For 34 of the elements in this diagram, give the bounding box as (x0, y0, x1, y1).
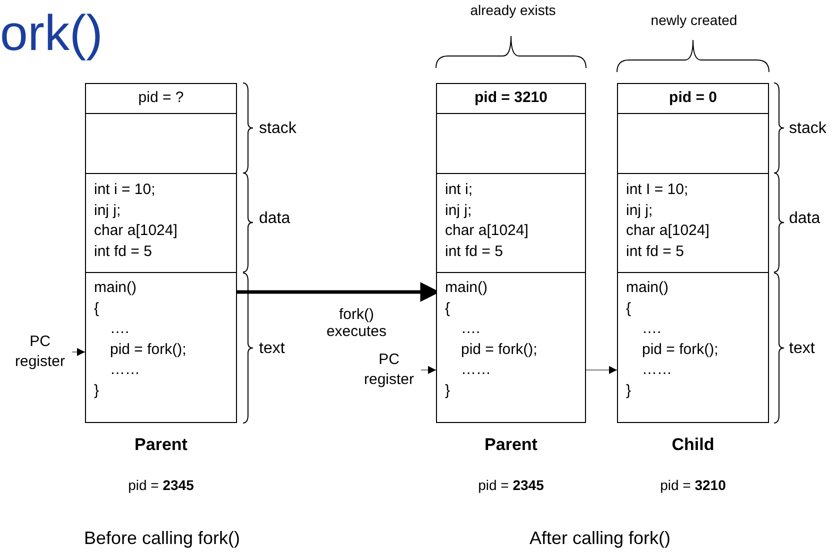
segment-label: data (259, 210, 290, 228)
stack-space-box (436, 113, 586, 174)
code-segment-box: main() { …. pid = fork(); …… } (436, 272, 586, 423)
segment-label: text (789, 340, 815, 358)
process-id: pid = 3210 (659, 477, 727, 493)
stack-space-box (617, 113, 769, 174)
process-id: pid = 2345 (127, 477, 195, 493)
segment-label: stack (789, 120, 826, 138)
pid-cell: pid = ? (85, 83, 237, 114)
code-segment-box: main() { …. pid = fork(); …… } (85, 272, 237, 423)
arrow (420, 366, 436, 374)
process-id: pid = 2345 (477, 477, 545, 493)
data-segment-box: int i; inj j; char a[1024] int fd = 5 (436, 173, 586, 273)
register-label: PC register (357, 350, 421, 390)
pid-cell: pid = 3210 (436, 83, 586, 114)
brace-label: newly created (650, 12, 738, 28)
stack-space-box (85, 113, 237, 174)
segment-label: text (259, 340, 285, 358)
arrow (586, 366, 618, 374)
section-caption: After calling fork() (529, 528, 671, 549)
pid-cell: pid = 0 (617, 83, 769, 114)
segment-label: stack (259, 120, 296, 138)
slide-title: ork() (0, 4, 103, 62)
register-label: PC register (8, 332, 72, 372)
segment-label: data (789, 210, 820, 228)
brace-label: already exists (470, 2, 556, 18)
process-label: Parent (484, 435, 538, 455)
code-segment-box: main() { …. pid = fork(); …… } (617, 272, 769, 423)
process-label: Parent (134, 435, 188, 455)
process-label: Child (670, 435, 716, 455)
data-segment-box: int I = 10; inj j; char a[1024] int fd = 5 (617, 173, 769, 273)
section-caption: Before calling fork() (84, 528, 240, 549)
arrow (72, 348, 86, 356)
data-segment-box: int i = 10; inj j; char a[1024] int fd = 5 (85, 173, 237, 273)
